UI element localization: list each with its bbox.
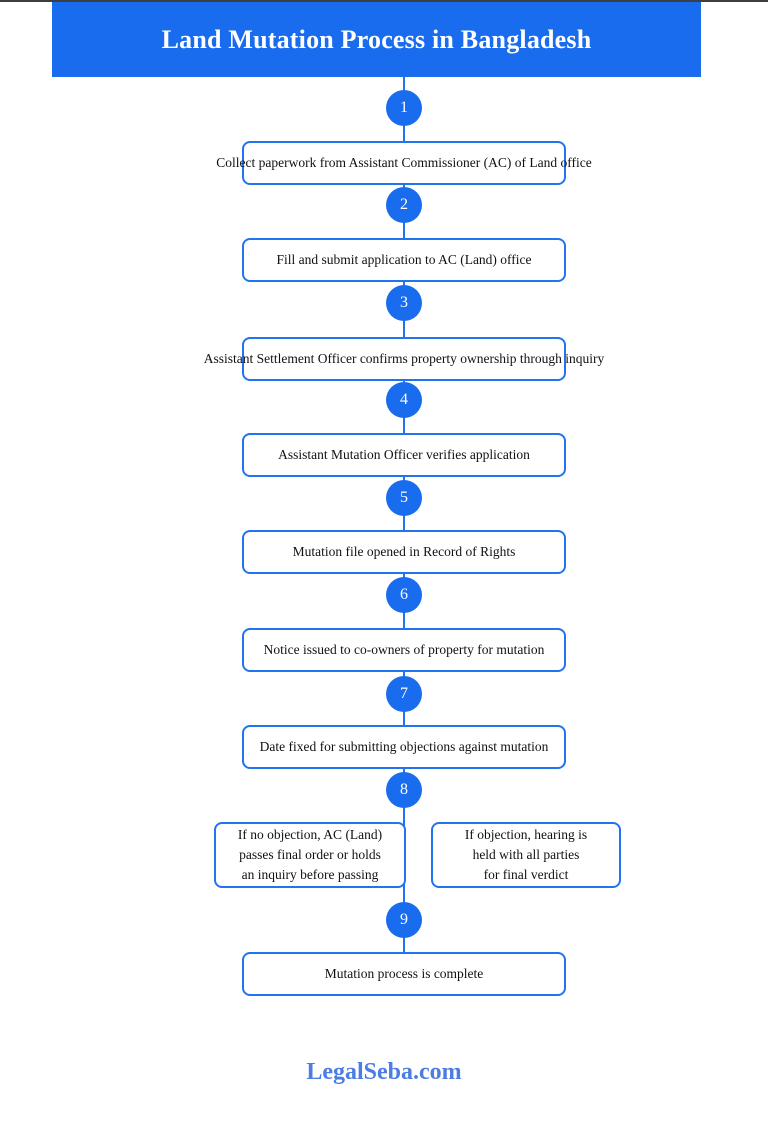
step-box-2: Fill and submit application to AC (Land)… bbox=[242, 238, 566, 282]
step-box-7: Date fixed for submitting objections aga… bbox=[242, 725, 566, 769]
branch-box-objection: If objection, hearing is held with all p… bbox=[431, 822, 621, 888]
step-number-4: 4 bbox=[400, 391, 408, 408]
branch-label-objection: If objection, hearing is held with all p… bbox=[464, 827, 588, 882]
step-circle-3: 3 bbox=[386, 285, 422, 321]
step-number-2: 2 bbox=[400, 196, 408, 213]
step-circle-1: 1 bbox=[386, 90, 422, 126]
step-label-5: Mutation file opened in Record of Rights bbox=[292, 544, 516, 559]
step-box-9: Mutation process is complete bbox=[242, 952, 566, 996]
step-label-2: Fill and submit application to AC (Land)… bbox=[276, 252, 532, 267]
step-label-1: Collect paperwork from Assistant Commiss… bbox=[216, 155, 592, 170]
page-title: Land Mutation Process in Bangladesh bbox=[161, 24, 592, 54]
step-circle-8: 8 bbox=[386, 772, 422, 808]
footer-brand: LegalSeba.com bbox=[306, 1059, 462, 1085]
step-box-4: Assistant Mutation Officer verifies appl… bbox=[242, 433, 566, 477]
step-number-9: 9 bbox=[400, 911, 408, 928]
step-circle-6: 6 bbox=[386, 577, 422, 613]
step-number-3: 3 bbox=[400, 294, 408, 311]
step-number-6: 6 bbox=[400, 586, 408, 603]
step-number-5: 5 bbox=[400, 489, 408, 506]
step-number-7: 7 bbox=[400, 685, 408, 702]
step-circle-7: 7 bbox=[386, 676, 422, 712]
page-top-border bbox=[0, 0, 768, 2]
step-label-3: Assistant Settlement Officer confirms pr… bbox=[203, 351, 605, 366]
step-label-6: Notice issued to co-owners of property f… bbox=[263, 642, 545, 657]
step-number-8: 8 bbox=[400, 781, 408, 798]
step-box-5: Mutation file opened in Record of Rights bbox=[242, 530, 566, 574]
branch-box-no-objection: If no objection, AC (Land) passes final … bbox=[214, 822, 406, 888]
header-banner: Land Mutation Process in Bangladesh bbox=[52, 2, 701, 77]
step-circle-4: 4 bbox=[386, 382, 422, 418]
step-label-7: Date fixed for submitting objections aga… bbox=[259, 739, 549, 754]
step-label-4: Assistant Mutation Officer verifies appl… bbox=[278, 447, 530, 462]
branch-label-no-objection: If no objection, AC (Land) passes final … bbox=[237, 827, 383, 882]
step-box-3: Assistant Settlement Officer confirms pr… bbox=[204, 337, 604, 381]
step-number-1: 1 bbox=[400, 99, 408, 116]
step-box-6: Notice issued to co-owners of property f… bbox=[242, 628, 566, 672]
step-box-1: Collect paperwork from Assistant Commiss… bbox=[216, 141, 592, 185]
step-label-9: Mutation process is complete bbox=[324, 966, 484, 981]
step-circle-9: 9 bbox=[386, 902, 422, 938]
step-circle-5: 5 bbox=[386, 480, 422, 516]
step-circle-2: 2 bbox=[386, 187, 422, 223]
